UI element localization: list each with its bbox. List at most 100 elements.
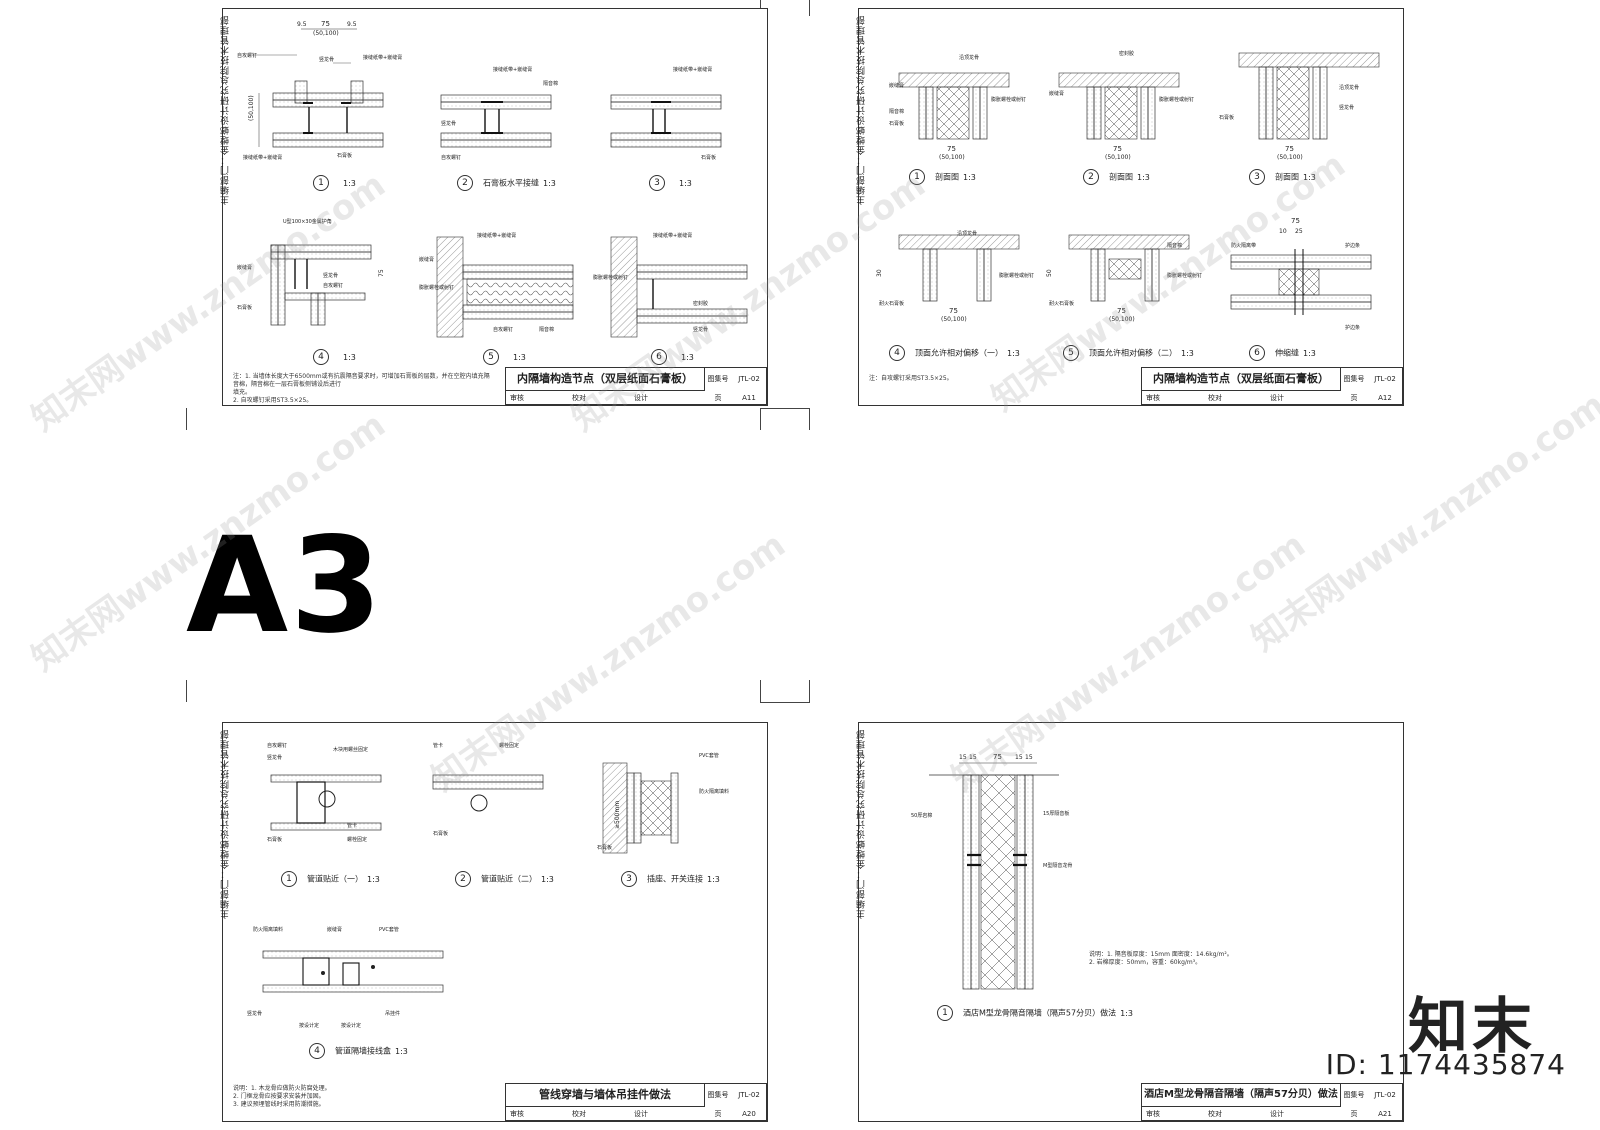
tb-cell: 设计 (634, 394, 648, 402)
sheet-notes: 说明：1. 隔音板厚度：15mm 面密度：14.6kg/m²。2. 岩棉厚度：5… (1089, 951, 1233, 966)
tb-cell: 校对 (572, 394, 586, 402)
callout-track: 沿顶龙骨 (959, 54, 979, 61)
tb-atlas-label: 图集号 (1343, 1091, 1365, 1099)
tb-cell: 设计 (1270, 394, 1284, 402)
callout-board: 石膏板 (1219, 114, 1234, 121)
dim-range: (50,100) (313, 30, 339, 37)
sheet-notes: 注：自攻螺钉采用ST3.5×25。 (869, 375, 953, 382)
tb-cell: 校对 (1208, 394, 1222, 402)
sheet-notes: 注：1. 当墙体长度大于6500mm或有抗震隔音要求时，可增加石膏板的层数，并在… (233, 373, 490, 404)
callout-board: 石膏板 (433, 830, 448, 837)
detail-5-drawing: 接缝纸带+嵌缝膏 嵌缝膏 膨胀螺栓或射钉 自攻螺钉 隔音棉 (419, 232, 574, 338)
callout-stud: 竖龙骨 (1339, 104, 1354, 111)
detail-drawings: 沿顶龙骨 嵌缝膏 膨胀螺栓或射钉 隔音棉 石膏板 75 (50,100) 密封胶… (876, 50, 1380, 331)
tb-cell: 审核 (510, 394, 524, 402)
crop-mark (809, 408, 810, 430)
callout-tape: 接缝纸带+嵌缝膏 (493, 66, 532, 73)
tb-cell: 页 (1350, 1110, 1358, 1118)
callout-filler: 嵌缝膏 (889, 82, 904, 89)
dim-75: 75 (1113, 145, 1122, 153)
drawing-sheet-a11: 主编部门：金螳螂设计研究总院技术管理部 75 (50,100) (221, 8, 768, 406)
dim-9-5: 9.5 (297, 21, 307, 28)
callout-tape: 接缝纸带+嵌缝膏 (243, 154, 282, 161)
tb-page: A12 (1378, 394, 1392, 402)
callout-firestop: 防火隔离填料 (253, 926, 283, 933)
dim-75: 75 (949, 307, 958, 315)
callout-anchor: 膨胀螺栓或射钉 (999, 272, 1034, 279)
callout-anchor: 膨胀螺栓或射钉 (1159, 96, 1194, 103)
tb-cell: 校对 (572, 1110, 586, 1118)
detail-1-drawing: 自攻螺钉 竖龙骨 木块用螺丝固定 管卡 螺栓固定 石膏板 (267, 742, 382, 843)
callout-wood: 木块用螺丝固定 (333, 746, 368, 753)
crop-mark (186, 680, 187, 702)
callout-filler: 嵌缝膏 (327, 926, 342, 933)
tb-cell: 设计 (1270, 1110, 1284, 1118)
sheet-title: 管线穿墙与墙体吊挂件做法 (506, 1084, 705, 1107)
callout-firestop: 防火隔离带 (1231, 242, 1256, 249)
detail-1-drawing: 沿顶龙骨 嵌缝膏 膨胀螺栓或射钉 隔音棉 石膏板 75 (50,100) (889, 54, 1026, 161)
callout-tape: 接缝纸带+嵌缝膏 (363, 54, 402, 61)
dim-by-design: 按设计定 (299, 1022, 319, 1029)
tb-atlas-value: JTL-02 (738, 375, 760, 383)
callout-pvc: PVC套管 (699, 752, 719, 759)
detail-drawings: 自攻螺钉 竖龙骨 木块用螺丝固定 管卡 螺栓固定 石膏板 管卡 螺栓固定 石膏板… (247, 742, 729, 1029)
callout-tape: 接缝纸带+嵌缝膏 (477, 232, 516, 239)
crop-mark (186, 408, 187, 430)
callout-board: 石膏板 (267, 836, 282, 843)
callout-track: 沿顶龙骨 (1339, 84, 1359, 91)
detail-2-drawing: 密封胶 膨胀螺栓或射钉 嵌缝膏 75 (50,100) (1049, 50, 1194, 161)
callout-wool: 隔音棉 (539, 326, 554, 333)
callout-bolt: 螺栓固定 (499, 742, 519, 749)
crop-mark (760, 408, 761, 430)
callout-pvc: PVC套管 (379, 926, 399, 933)
tb-atlas-label: 图集号 (1343, 375, 1365, 383)
callout-wool: 隔音棉 (543, 80, 558, 87)
dim-range: (50,100) (939, 154, 965, 161)
title-block: 内隔墙构造节点（双层纸面石膏板） 图集号 JTL-02 审核 校对 设计 页 A… (505, 367, 767, 405)
callout-edge: 护边条 (1345, 242, 1360, 249)
dim-by-design: 按设计定 (341, 1022, 361, 1029)
crop-mark (809, 680, 810, 702)
tb-cell: 设计 (634, 1110, 648, 1118)
callout-stud: M型隔音龙骨 (1043, 862, 1072, 869)
callout-fireboard: 耐火石膏板 (879, 300, 904, 307)
tb-cell: 审核 (1146, 1110, 1160, 1118)
detail-drawings: 75 (50,100) 9.5 9.5 (50,100) 自攻螺钉 竖龙骨 接缝… (237, 20, 748, 338)
tb-cell: 页 (714, 1110, 722, 1118)
callout-stud: 竖龙骨 (441, 120, 456, 127)
callout-edge: 护边条 (1345, 324, 1360, 331)
dim-10: 10 (1279, 228, 1287, 235)
dim-15: 15 (1015, 754, 1023, 761)
callout-sealant: 密封胶 (693, 300, 708, 307)
dim-range: (50,100) (1277, 154, 1303, 161)
detail-5-drawing: 50 隔音棉 膨胀螺栓或射钉 耐火石膏板 75 (50,100) (1046, 234, 1202, 323)
callout-firestop: 防火隔离填料 (699, 788, 729, 795)
dim-15: 15 (959, 754, 967, 761)
callout-sealant: 密封胶 (1119, 50, 1134, 57)
detail-3-drawing: ≥500mm PVC套管 防火隔离填料 石膏板 (597, 752, 729, 854)
dim-500: ≥500mm (614, 801, 621, 829)
callout-hanger: 吊挂件 (385, 1010, 400, 1017)
tb-page: A11 (742, 394, 756, 402)
tb-atlas-value: JTL-02 (1374, 375, 1396, 383)
sheet-title: 内隔墙构造节点（双层纸面石膏板） (506, 368, 705, 391)
callout-tape: 接缝纸带+嵌缝膏 (673, 66, 712, 73)
callout-board: 石膏板 (889, 120, 904, 127)
detail-6-drawing: 75 10 25 防火隔离带 护边条 护边条 (1230, 217, 1372, 331)
tb-cell: 页 (714, 394, 722, 402)
dim-30: 30 (876, 269, 883, 277)
callout-board: 15厚隔音板 (1043, 810, 1069, 817)
title-block: 内隔墙构造节点（双层纸面石膏板） 图集号 JTL-02 审核 校对 设计 页 A… (1141, 367, 1403, 405)
tb-page: A21 (1378, 1110, 1392, 1118)
callout-corner: U型100×30金属护角 (283, 218, 332, 225)
callout-wool: 隔音棉 (1167, 242, 1182, 249)
